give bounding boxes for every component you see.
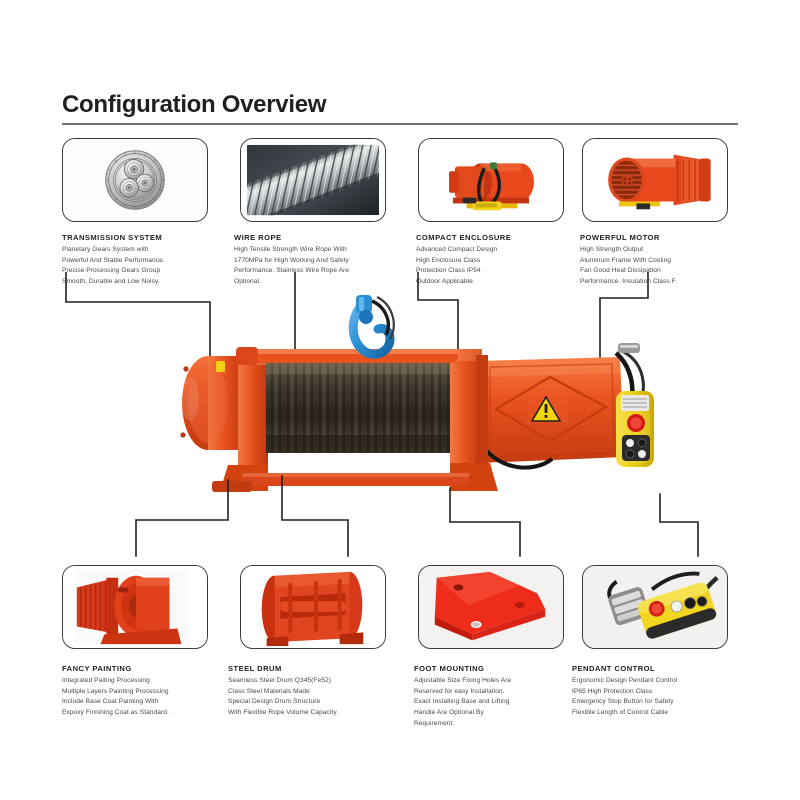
feature-title: WIRE ROPE (234, 233, 282, 242)
thumb-card-powerful-motor[interactable] (582, 138, 728, 222)
feature-description: High Tensile Strength Wire Rope With 177… (234, 245, 350, 285)
feature-title: COMPACT ENCLOSURE (416, 233, 512, 242)
painted-winch-body-icon (63, 566, 207, 648)
title-block: Configuration Overview (62, 91, 738, 126)
page-title: Configuration Overview (62, 91, 327, 118)
feature-text-transmission-system: TRANSMISSION SYSTEM Planetary Gears Syst… (62, 233, 224, 288)
thumb-card-transmission-system[interactable] (62, 138, 208, 222)
feature-description: Planetary Gears System with Powerful And… (62, 245, 165, 285)
feature-text-pendant-control: PENDANT CONTROL Ergonomic Design Pendant… (572, 664, 747, 719)
warning-triangle-label (530, 395, 562, 422)
thumb-card-compact-enclosure[interactable] (418, 138, 564, 222)
feature-text-compact-enclosure: COMPACT ENCLOSURE Advanced Compact Desig… (416, 233, 578, 288)
thumb-card-wire-rope[interactable] (240, 138, 386, 222)
feature-description: Integrated Paiting Processing Multiple L… (62, 676, 169, 716)
winch-drum (266, 361, 452, 453)
thumb-card-steel-drum[interactable] (240, 565, 386, 649)
foot-mounting-bracket-icon (419, 566, 563, 648)
feature-text-fancy-painting: FANCY PAINTING Integrated Paiting Proces… (62, 664, 237, 719)
feature-description: Seamless Steel Drum Q345(Fe52) Class Ste… (228, 676, 339, 716)
feature-title: PENDANT CONTROL (572, 664, 656, 673)
feature-text-steel-drum: STEEL DRUM Seamless Steel Drum Q345(Fe52… (228, 664, 403, 719)
electric-motor-icon (583, 139, 727, 221)
feature-description: High Strength Output Aluminum Frame With… (580, 245, 677, 285)
planetary-gears-icon (63, 139, 207, 221)
feature-text-wire-rope: WIRE ROPE High Tensile Strength Wire Rop… (234, 233, 412, 288)
thumb-card-fancy-painting[interactable] (62, 565, 208, 649)
feature-description: Advanced Compact Design High Enclosure C… (416, 245, 498, 285)
steel-drum-icon (241, 566, 385, 648)
compact-enclosure-box (476, 355, 624, 470)
frame-bottom-crossbar (212, 473, 470, 492)
feature-title: STEEL DRUM (228, 664, 282, 673)
product-image-electric-winch (150, 295, 670, 525)
feature-text-powerful-motor: POWERFUL MOTOR High Strength Output Alum… (580, 233, 742, 288)
feature-text-foot-mounting: FOOT MOUNTING Adjustable Size Fixing Hol… (414, 664, 574, 729)
frame-top-crossbar (236, 347, 458, 365)
pendant-control-station (614, 343, 654, 467)
steel-wire-rope-icon (241, 139, 385, 221)
title-divider (62, 123, 738, 126)
feature-description: Ergonomic Design Pendant Control IP65 Hi… (572, 676, 678, 716)
feature-description: Adjustable Size Fixing Holes Are Reserve… (414, 676, 512, 727)
feature-title: FOOT MOUNTING (414, 664, 485, 673)
pendant-control-icon (583, 566, 727, 648)
gearbox-housing (180, 356, 244, 450)
feature-title: TRANSMISSION SYSTEM (62, 233, 163, 242)
lifting-hook (348, 295, 395, 359)
feature-title: FANCY PAINTING (62, 664, 132, 673)
feature-title: POWERFUL MOTOR (580, 233, 660, 242)
compact-enclosure-icon (419, 139, 563, 221)
thumb-card-foot-mounting[interactable] (418, 565, 564, 649)
thumb-card-pendant-control[interactable] (582, 565, 728, 649)
